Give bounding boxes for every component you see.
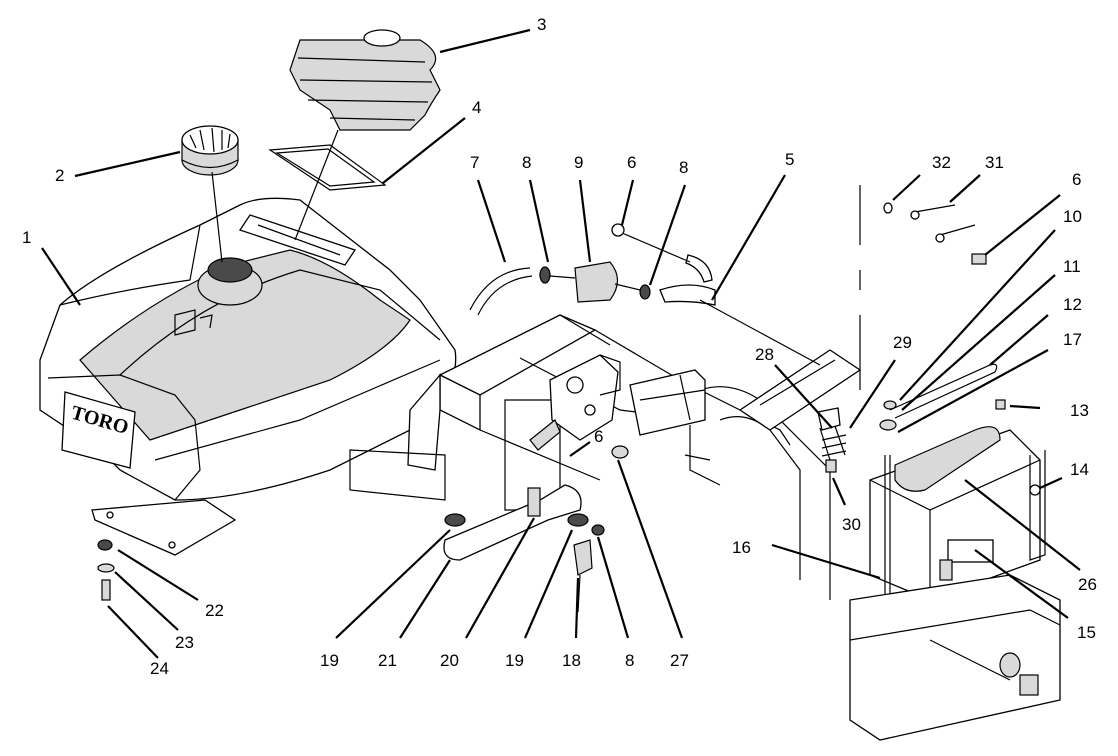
callout-7: 7 — [470, 153, 479, 172]
callout-6: 6 — [1072, 170, 1081, 189]
callout-29: 29 — [893, 333, 912, 352]
callout-27: 27 — [670, 651, 689, 670]
callout-21: 21 — [378, 651, 397, 670]
fuel-cap — [181, 125, 239, 263]
callout-32: 32 — [932, 153, 951, 172]
leader-lines — [41, 28, 1081, 659]
callout-19: 19 — [505, 651, 524, 670]
battery-assembly — [849, 363, 1061, 741]
callout-5: 5 — [785, 150, 794, 169]
callout-8: 8 — [679, 158, 688, 177]
fuel-tank: TORO — [39, 197, 457, 501]
shift-boot — [289, 29, 441, 241]
callout-22: 22 — [205, 601, 224, 620]
callout-2: 2 — [55, 166, 64, 185]
callout-6: 6 — [594, 427, 603, 446]
callout-28: 28 — [755, 345, 774, 364]
callout-12: 12 — [1063, 295, 1082, 314]
callout-30: 30 — [842, 515, 861, 534]
callout-labels: 1 2 3 4 7 8 9 6 8 5 32 31 6 10 11 12 17 … — [22, 15, 1097, 678]
callout-11: 11 — [1063, 257, 1081, 276]
fuel-line-assembly — [469, 223, 821, 366]
rear-cable — [859, 185, 987, 390]
lower-hose — [443, 484, 605, 613]
callout-13: 13 — [1070, 401, 1089, 420]
callout-8: 8 — [522, 153, 531, 172]
boot-gasket — [268, 144, 387, 191]
callout-4: 4 — [472, 98, 481, 117]
callout-24: 24 — [150, 659, 169, 678]
callout-31: 31 — [985, 153, 1004, 172]
callout-20: 20 — [440, 651, 459, 670]
mount-hardware — [97, 539, 115, 601]
frame — [91, 314, 862, 600]
callout-18: 18 — [562, 651, 581, 670]
callout-19: 19 — [320, 651, 339, 670]
callout-9: 9 — [574, 153, 583, 172]
callout-17: 17 — [1063, 330, 1082, 349]
shift-bracket — [529, 354, 721, 486]
callout-3: 3 — [537, 15, 546, 34]
callout-15: 15 — [1077, 623, 1096, 642]
switch-bracket — [817, 407, 847, 473]
callout-26: 26 — [1078, 575, 1097, 594]
callout-8: 8 — [625, 651, 634, 670]
callout-6: 6 — [627, 153, 636, 172]
callout-16: 16 — [732, 538, 751, 557]
callout-1: 1 — [22, 228, 31, 247]
callout-23: 23 — [175, 633, 194, 652]
callout-10: 10 — [1063, 207, 1082, 226]
callout-14: 14 — [1070, 460, 1089, 479]
